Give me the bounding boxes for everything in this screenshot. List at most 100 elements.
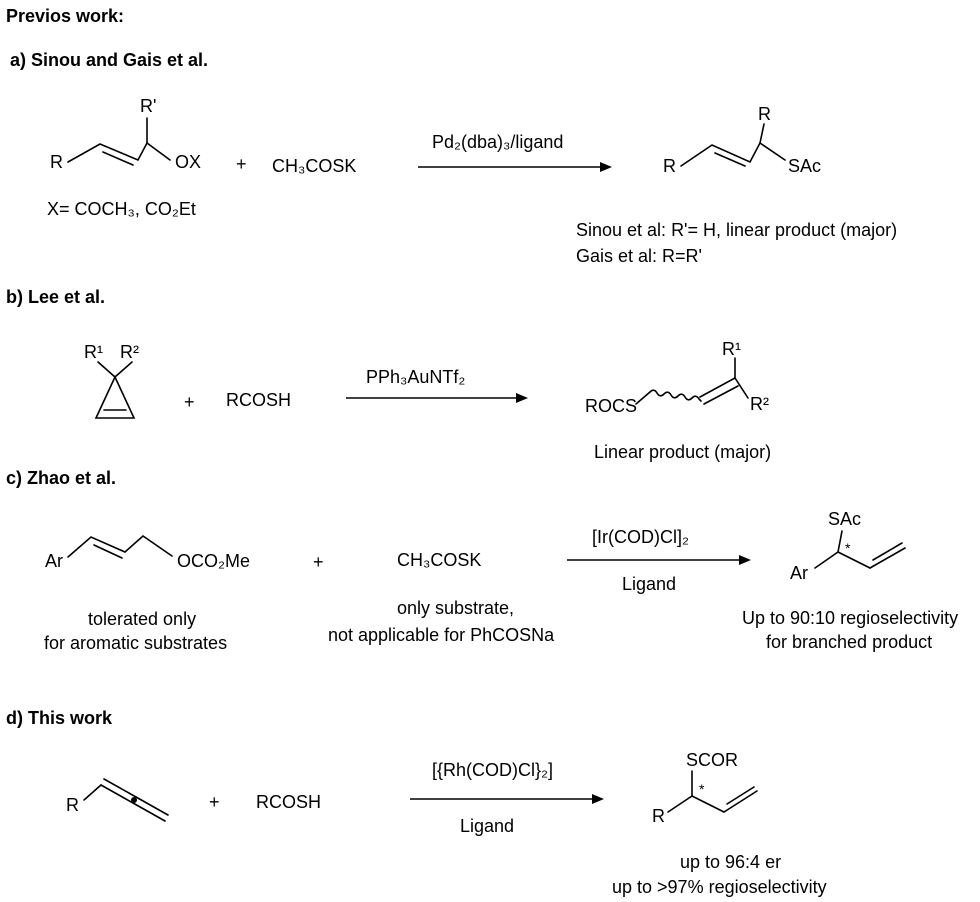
section-b-substrate: R¹ R² — [84, 342, 139, 419]
catalyst-label: [{Rh(COD)Cl}₂] — [432, 760, 553, 780]
catalyst-label: [Ir(COD)Cl]₂ — [592, 527, 689, 547]
product-double-bond-2 — [703, 385, 739, 405]
double-bond-line — [102, 151, 134, 166]
section-c-product: SAc * Ar — [790, 509, 906, 583]
section-a-substrate: R R' OX X= COCH₃, CO₂Et — [47, 96, 201, 219]
note-regioselectivity: Up to 90:10 regioselectivity — [742, 608, 958, 628]
section-d-substrate: R — [66, 778, 169, 822]
r1-bond — [97, 361, 116, 378]
substrate-r-prime-label: R' — [140, 96, 156, 116]
plus-sign: + — [313, 552, 324, 572]
note-branched: for branched product — [766, 632, 932, 652]
product-r-left-label: R — [663, 156, 676, 176]
substrate-chain-bond — [67, 534, 173, 558]
reaction-arrow: Pd₂(dba)₃/ligand — [418, 132, 612, 172]
section-c-title: c) Zhao et al. — [6, 468, 116, 488]
allyl-chain-bond — [67, 142, 148, 163]
reagent-note-1: only substrate, — [397, 598, 514, 618]
section-b-title: b) Lee et al. — [6, 287, 105, 307]
reagent-note-2: not applicable for PhCOSNa — [328, 625, 555, 645]
section-c-substrate: Ar OCO₂Me tolerated only for aromatic su… — [44, 534, 250, 653]
product-vinyl-double-2 — [726, 786, 755, 805]
reaction-arrow: [{Rh(COD)Cl}₂] Ligand — [410, 760, 604, 836]
product-sac-label: SAc — [828, 509, 861, 529]
product-double-bond — [714, 152, 746, 167]
arrow-head-icon — [739, 555, 751, 565]
product-s-bond — [837, 530, 843, 553]
product-vinyl-double-1 — [869, 547, 906, 569]
product-double-bond-1 — [699, 377, 736, 398]
header-title: Previos work: — [6, 6, 124, 26]
section-b-product: ROCS R¹ R² — [585, 339, 769, 416]
product-vinyl-bond — [691, 795, 725, 813]
arrow-head-icon — [600, 162, 612, 172]
substrate-double-bond — [93, 544, 123, 559]
reaction-arrow: PPh₃AuNTf₂ — [346, 367, 528, 403]
cyclopropene-ring — [94, 375, 136, 419]
substrate-r-bond — [83, 784, 102, 801]
product-ar-bond — [814, 551, 839, 569]
reagent-label: CH₃COSK — [272, 156, 356, 176]
note-sinou: Sinou et al: R'= H, linear product (majo… — [576, 220, 897, 240]
plus-sign: + — [236, 154, 247, 174]
reaction-arrow: [Ir(COD)Cl]₂ Ligand — [567, 527, 751, 594]
r2-bond — [114, 361, 133, 378]
substrate-oco2me-label: OCO₂Me — [177, 551, 250, 571]
allene-bond-1a — [100, 784, 134, 804]
product-vinyl-double-2 — [872, 542, 903, 561]
product-ar-label: Ar — [790, 563, 808, 583]
product-chain-bond — [680, 142, 761, 167]
section-a-product: R R SAc — [663, 104, 821, 176]
substrate-note-1: tolerated only — [88, 609, 196, 629]
plus-sign: + — [209, 792, 220, 812]
product-r-label: R — [652, 806, 665, 826]
allene-center-dot — [131, 797, 137, 803]
product-vinyl-double-1 — [723, 790, 758, 813]
reagent-label: RCOSH — [226, 390, 291, 410]
product-rocs-label: ROCS — [585, 396, 637, 416]
section-a-title: a) Sinou and Gais et al. — [10, 50, 208, 70]
stereocenter-mark: * — [699, 781, 705, 797]
product-r2-bond — [734, 377, 749, 399]
substrate-note-2: for aromatic substrates — [44, 633, 227, 653]
note-regioselectivity: up to >97% regioselectivity — [612, 877, 827, 897]
product-r-bond — [667, 795, 693, 813]
section-a: a) Sinou and Gais et al. R R' OX X= COCH… — [10, 50, 897, 266]
arrow-head-icon — [516, 393, 528, 403]
product-r-bond — [759, 123, 765, 144]
product-r2-label: R² — [750, 394, 769, 414]
note-gais: Gais et al: R=R' — [576, 246, 702, 266]
product-scor-label: SCOR — [686, 750, 738, 770]
product-sac-bond — [759, 142, 786, 161]
ox-bond — [146, 142, 171, 161]
ligand-label: Ligand — [622, 574, 676, 594]
product-r1-label: R¹ — [722, 339, 741, 359]
note-linear: Linear product (major) — [594, 442, 771, 462]
allene-bond-2a — [132, 802, 166, 822]
allene-bond-2b — [135, 796, 169, 816]
substrate-r1-label: R¹ — [84, 342, 103, 362]
note-er: up to 96:4 er — [680, 852, 781, 872]
allene-bond-1b — [103, 778, 137, 798]
product-s-bond — [635, 391, 651, 405]
substrate-x-note: X= COCH₃, CO₂Et — [47, 199, 196, 219]
substrate-ar-label: Ar — [45, 551, 63, 571]
reagent-label: CH₃COSK — [397, 550, 481, 570]
arrow-head-icon — [592, 794, 604, 804]
section-d-product: SCOR * R — [652, 750, 758, 826]
substrate-r2-label: R² — [120, 342, 139, 362]
catalyst-label: Pd₂(dba)₃/ligand — [432, 132, 563, 152]
catalyst-label: PPh₃AuNTf₂ — [366, 367, 465, 387]
substrate-r-label: R — [66, 795, 79, 815]
section-b: b) Lee et al. R¹ R² + RCOSH PPh₃AuNTf₂ R… — [6, 287, 771, 462]
substrate-r-label: R — [50, 152, 63, 172]
wavy-bond — [649, 389, 702, 402]
substrate-ox-label: OX — [175, 152, 201, 172]
section-d: d) This work R + RCOSH [{Rh(COD)Cl}₂] Li… — [6, 708, 827, 897]
product-sac-label: SAc — [788, 156, 821, 176]
product-vinyl-bond — [837, 551, 871, 569]
section-c: c) Zhao et al. Ar OCO₂Me tolerated only … — [6, 468, 958, 653]
product-r-top-label: R — [758, 104, 771, 124]
stereocenter-mark: * — [845, 540, 851, 556]
